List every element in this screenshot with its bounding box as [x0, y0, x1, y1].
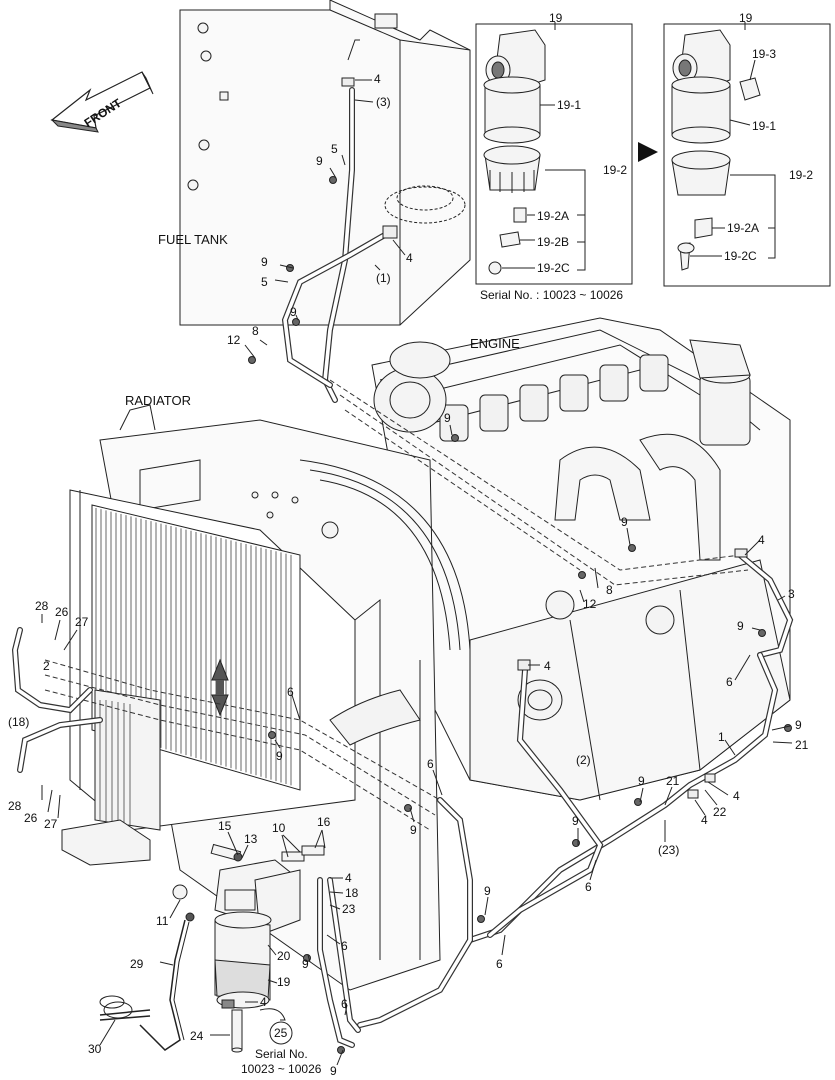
callout: 5 — [331, 142, 338, 156]
serial-circle — [269, 1021, 293, 1045]
callout-19-2c: 19-2C — [537, 261, 570, 275]
callout: 6 — [341, 997, 348, 1011]
pipes — [11, 87, 794, 1051]
engine — [371, 317, 791, 801]
callout: 15 — [218, 819, 232, 833]
callout-19-1: 19-1 — [557, 98, 581, 112]
fuel-tank — [179, 0, 471, 326]
front-arrow — [50, 71, 154, 133]
callout: 26 — [55, 605, 69, 619]
callout: 4 — [758, 533, 765, 547]
callout: 4 — [733, 789, 740, 803]
callout: 22 — [713, 805, 727, 819]
callout-19-1-right: 19-1 — [752, 119, 776, 133]
callout: 4 — [260, 995, 267, 1009]
serial-line1: Serial No. — [255, 1047, 308, 1061]
callout: (23) — [658, 843, 679, 857]
engine-label: ENGINE — [470, 336, 520, 351]
callout: 6 — [341, 939, 348, 953]
callout: 2 — [43, 659, 50, 673]
transition-arrow — [638, 142, 658, 162]
callout: 16 — [317, 815, 331, 829]
callout: 8 — [606, 583, 613, 597]
callout: 4 — [374, 72, 381, 86]
inset-left-title: 19 — [549, 11, 563, 25]
callout: 1 — [718, 730, 725, 744]
inset-serial-note: Serial No. : 10023 ~ 10026 — [480, 288, 623, 302]
callout: (1) — [376, 271, 391, 285]
callout: 4 — [345, 871, 352, 885]
callout: 20 — [277, 949, 291, 963]
radiator — [61, 404, 471, 991]
callout: 9 — [316, 154, 323, 168]
callout: 9 — [795, 718, 802, 732]
callout: 9 — [484, 884, 491, 898]
callout: 19 — [277, 975, 291, 989]
callout: 9 — [290, 305, 297, 319]
callout: 9 — [410, 823, 417, 837]
fuel-tank-label: FUEL TANK — [158, 232, 228, 247]
callout: 9 — [261, 255, 268, 269]
callout: 10 — [272, 821, 286, 835]
callout: (2) — [576, 753, 591, 767]
leader-lines — [41, 79, 793, 1066]
callout: 9 — [572, 814, 579, 828]
callout: 6 — [427, 757, 434, 771]
inset-left — [475, 22, 633, 285]
callout: (3) — [376, 95, 391, 109]
callout: 4 — [701, 813, 708, 827]
callout: 18 — [345, 886, 359, 900]
callout: 24 — [190, 1029, 204, 1043]
callout: 13 — [244, 832, 258, 846]
callout: 9 — [330, 1064, 337, 1078]
callout: 6 — [726, 675, 733, 689]
callout: (18) — [8, 715, 29, 729]
clips — [248, 77, 792, 1054]
callout: 21 — [666, 774, 680, 788]
callout-19-2: 19-2 — [603, 163, 627, 177]
callout: 27 — [44, 817, 58, 831]
callout: 6 — [287, 685, 294, 699]
fuel-filter-assembly — [99, 843, 325, 1053]
inset-right — [663, 22, 831, 287]
callout: 9 — [302, 957, 309, 971]
callout: 11 — [156, 914, 169, 928]
callout: 4 — [406, 251, 413, 265]
radiator-label: RADIATOR — [125, 393, 191, 408]
callout: 28 — [35, 599, 49, 613]
callout: 26 — [24, 811, 38, 825]
callout: 9 — [638, 774, 645, 788]
callout: 8 — [252, 324, 259, 338]
callout: 28 — [8, 799, 22, 813]
callout: 9 — [621, 515, 628, 529]
callout: 23 — [342, 902, 356, 916]
inset-right-title: 19 — [739, 11, 753, 25]
callout-19-2c-right: 19-2C — [724, 249, 757, 263]
callout-19-2a: 19-2A — [537, 209, 569, 223]
callout: 27 — [75, 615, 89, 629]
callout-19-2b: 19-2B — [537, 235, 569, 249]
callout: 6 — [496, 957, 503, 971]
callout: 6 — [585, 880, 592, 894]
callout: 5 — [261, 275, 268, 289]
callout: 3 — [788, 587, 795, 601]
callout-19-2-right: 19-2 — [789, 168, 813, 182]
serial-line2: 10023 ~ 10026 — [241, 1062, 322, 1076]
callout: 12 — [583, 597, 597, 611]
callout: 29 — [130, 957, 144, 971]
callout: 12 — [227, 333, 241, 347]
callout-19-2a-right: 19-2A — [727, 221, 759, 235]
callout-19-3: 19-3 — [752, 47, 776, 61]
callout: 30 — [88, 1042, 102, 1056]
callout: 9 — [444, 411, 451, 425]
callout: 9 — [276, 749, 283, 763]
callout: 21 — [795, 738, 809, 752]
serial-circle-number: 25 — [274, 1026, 288, 1040]
callout: 4 — [544, 659, 551, 673]
callout: 9 — [737, 619, 744, 633]
